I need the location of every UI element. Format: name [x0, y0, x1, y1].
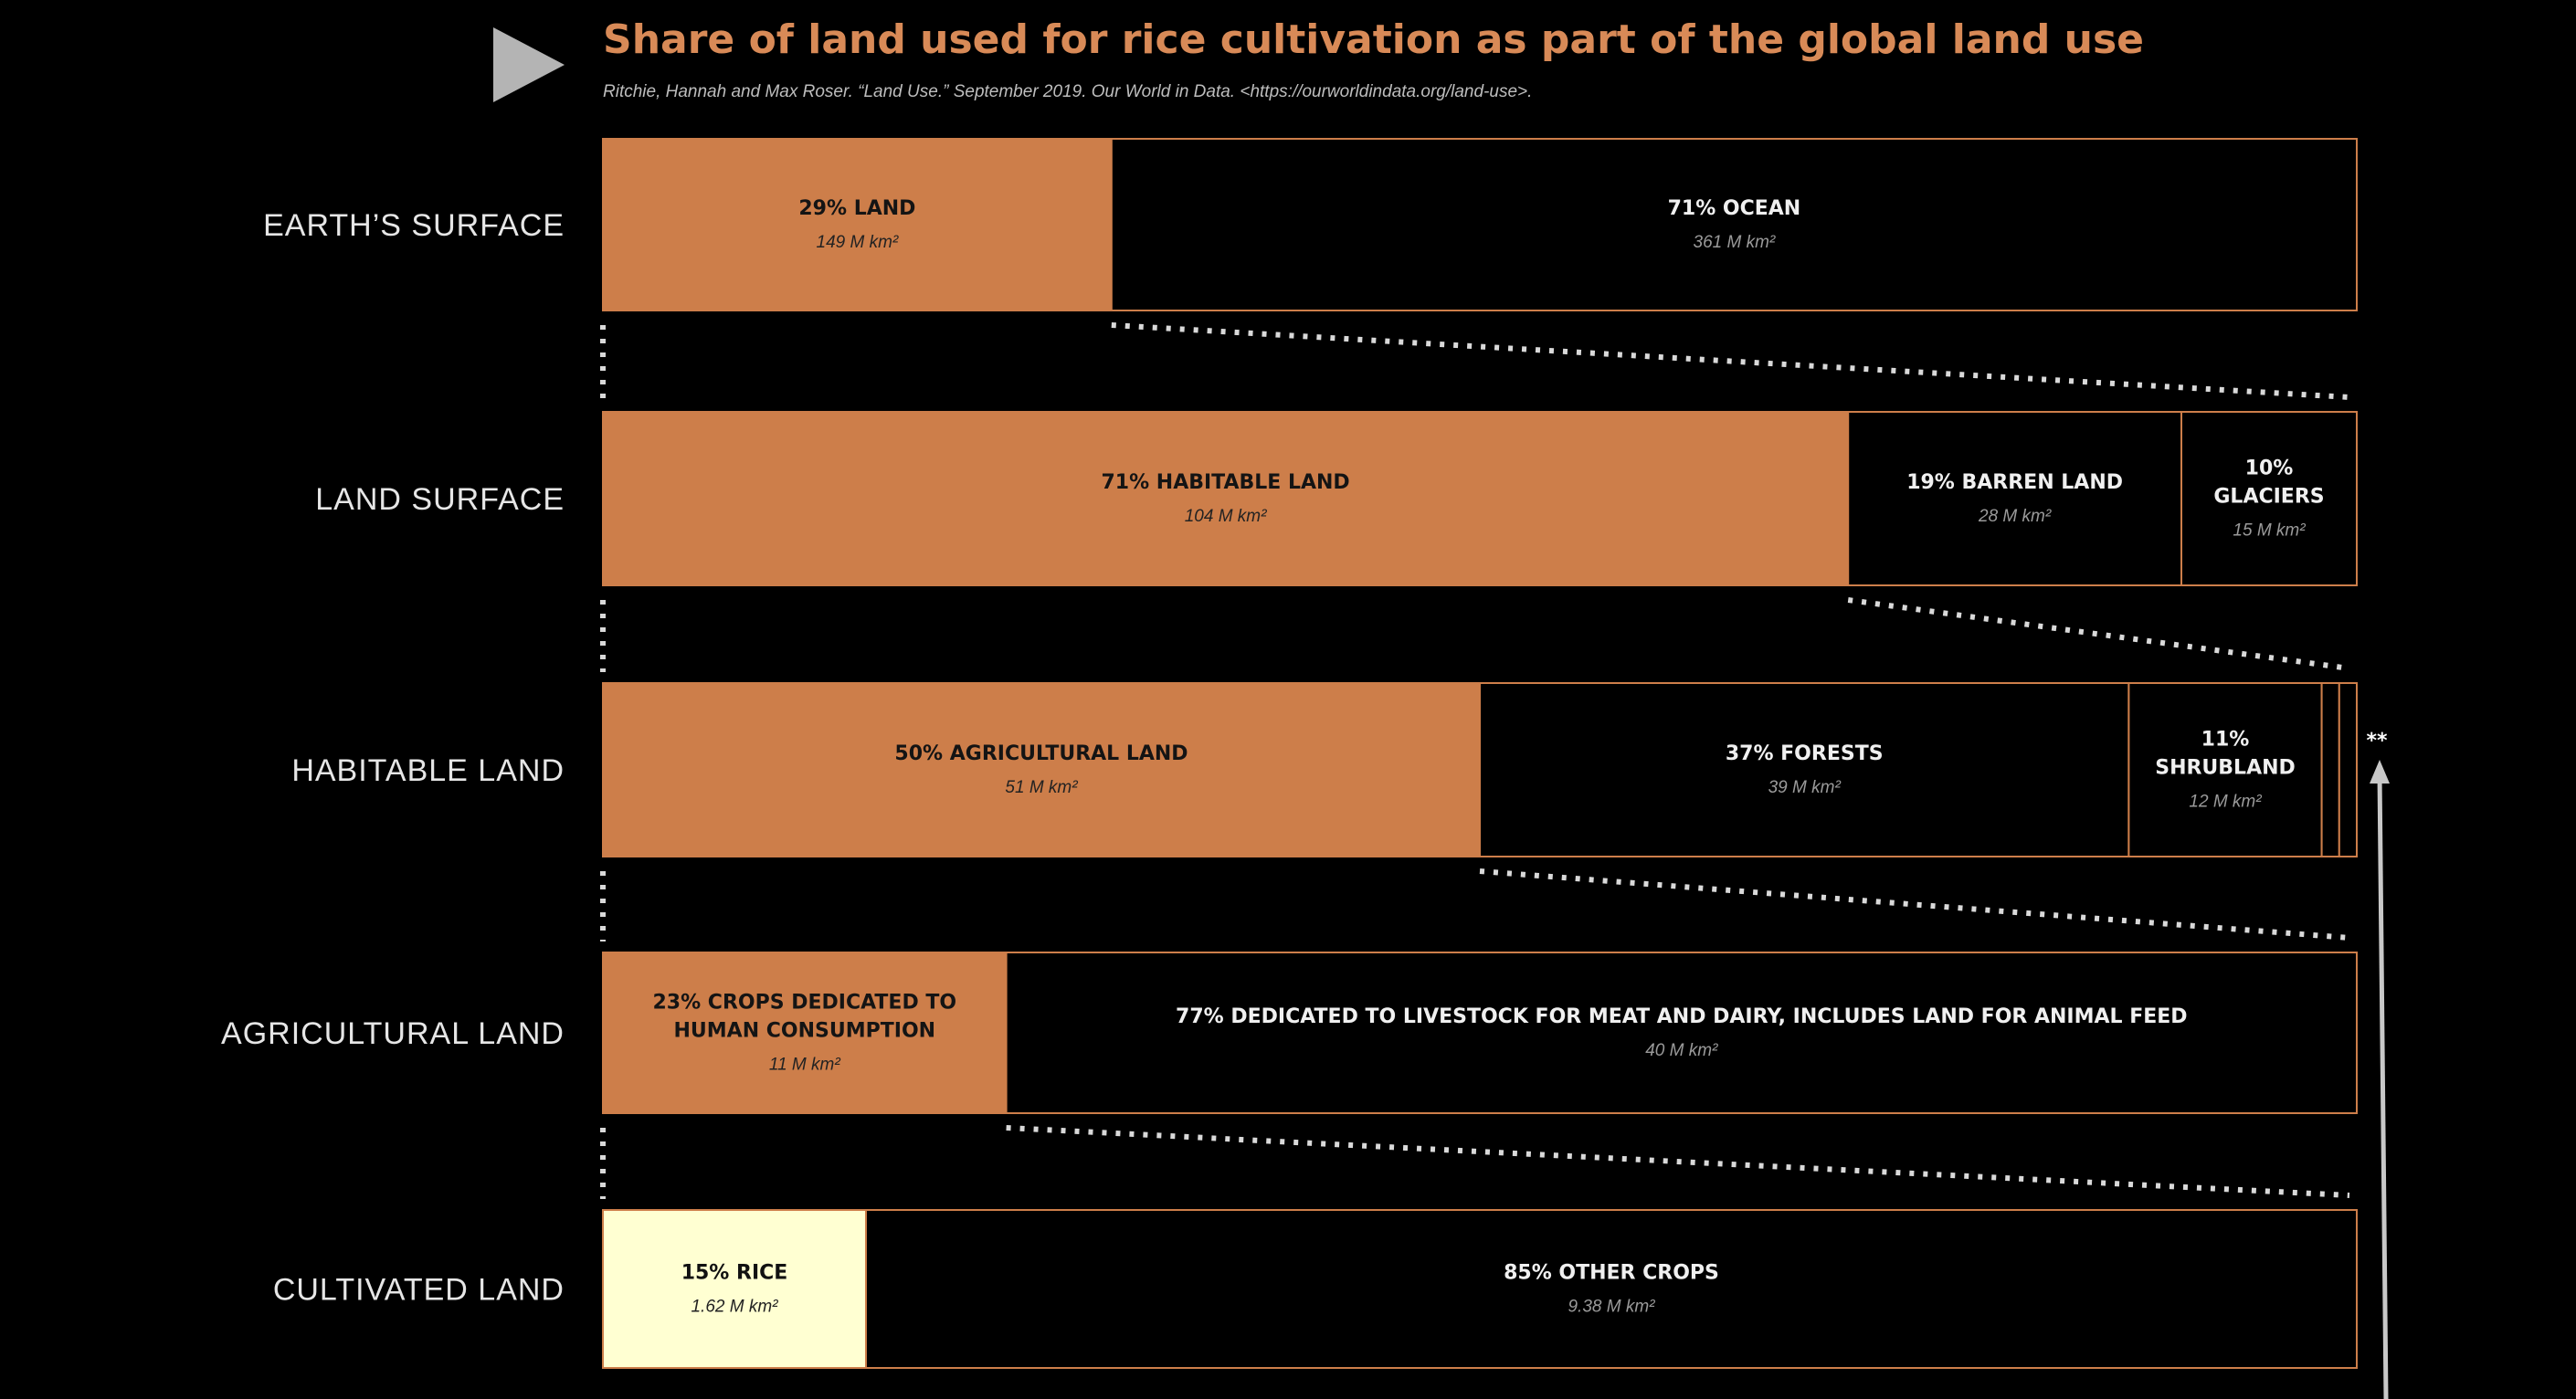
segment-value: 9.38 M km²: [1568, 1298, 1655, 1317]
bar-segment-rect: [1110, 138, 2358, 311]
segment-label: HUMAN CONSUMPTION: [674, 1020, 936, 1043]
row-5: CULTIVATED LAND 15% RICE 1.62 M km² 85% OTH…: [273, 1209, 2358, 1369]
bar-segment-rect: [1479, 682, 2130, 857]
connector-right: [1479, 868, 2350, 941]
bar-segment: 77% DEDICATED TO LIVESTOCK FOR MEAT AND …: [1005, 952, 2358, 1114]
bar-segment: 71% OCEAN 361 M km²: [1110, 138, 2358, 311]
segment-value: 40 M km²: [1645, 1041, 1718, 1060]
segment-label: GLACIERS: [2213, 486, 2324, 509]
bar-segment-rect: [1005, 952, 2358, 1114]
row-3: HABITABLE LAND 50% AGRICULTURAL LAND 51 M …: [291, 682, 2359, 857]
segment-value: 1.62 M km²: [691, 1298, 778, 1317]
bar-segment-rect: [865, 1209, 2358, 1369]
bar-segment-rect: [1847, 411, 2182, 586]
connector-right: [1111, 322, 2350, 400]
segment-label: 29% LAND: [798, 197, 915, 220]
segment-value: 12 M km²: [2189, 793, 2262, 812]
bar-segment: 71% HABITABLE LAND 104 M km²: [602, 411, 1850, 586]
row-2: LAND SURFACE 71% HABITABLE LAND 104 M km² 1…: [315, 411, 2358, 586]
segment-label: 19% BARREN LAND: [1906, 471, 2123, 494]
zoom-connectors: [600, 322, 2350, 1199]
bar-segment-rect: [602, 682, 1481, 857]
segment-label: 77% DEDICATED TO LIVESTOCK FOR MEAT AND …: [1176, 1005, 2188, 1028]
bar-segment: 15% RICE 1.62 M km²: [602, 1209, 867, 1369]
bar-segment: 10% GLACIERS 15 M km²: [2180, 411, 2358, 586]
segment-label: 11%: [2201, 729, 2250, 752]
bar-segment: [2320, 682, 2340, 857]
segment-value: 51 M km²: [1005, 778, 1078, 797]
bar-segment-rect: [2338, 682, 2359, 857]
segment-value: 149 M km²: [817, 233, 899, 252]
segment-label: 37% FORESTS: [1726, 742, 1884, 765]
footnote-arrow: [2370, 760, 2390, 1399]
footnote-marker: **: [2366, 730, 2388, 752]
chart-rows: EARTH’S SURFACE 29% LAND 149 M km² 71% OCEA…: [221, 138, 2359, 1369]
bar-segment: 11% SHRUBLAND 12 M km²: [2127, 682, 2323, 857]
segment-value: 39 M km²: [1768, 778, 1842, 797]
row-label: LAND SURFACE: [315, 482, 565, 517]
segment-label: 10%: [2245, 458, 2294, 480]
bar-segment: 50% AGRICULTURAL LAND 51 M km²: [602, 682, 1481, 857]
play-icon[interactable]: [493, 27, 565, 102]
segment-label: 15% RICE: [681, 1262, 788, 1285]
segment-label: 85% OTHER CROPS: [1504, 1262, 1719, 1285]
row-4: AGRICULTURAL LAND 23% CROPS DEDICATED TO H…: [221, 952, 2358, 1114]
row-label: HABITABLE LAND: [291, 753, 565, 788]
bar-segment-rect: [2127, 682, 2323, 857]
connector-right: [1847, 597, 2350, 671]
segment-value: 104 M km²: [1185, 507, 1267, 526]
segment-label: SHRUBLAND: [2155, 757, 2296, 780]
segment-label: 71% OCEAN: [1668, 197, 1801, 220]
segment-value: 361 M km²: [1694, 233, 1776, 252]
chart-title: Share of land used for rice cultivation …: [603, 16, 2144, 63]
bar-segment: 85% OTHER CROPS 9.38 M km²: [865, 1209, 2358, 1369]
bar-segment: 29% LAND 149 M km²: [602, 138, 1113, 311]
connector-right: [1006, 1125, 2350, 1198]
segment-label: 23% CROPS DEDICATED TO: [652, 992, 956, 1015]
bar-segment: 23% CROPS DEDICATED TO HUMAN CONSUMPTION 1…: [602, 952, 1008, 1114]
chart-source: Ritchie, Hannah and Max Roser. “Land Use…: [603, 82, 1532, 101]
segment-value: 11 M km²: [769, 1056, 840, 1075]
bar-segment-rect: [602, 1209, 867, 1369]
bar-segment-rect: [2320, 682, 2340, 857]
row-1: EARTH’S SURFACE 29% LAND 149 M km² 71% OCEA…: [263, 138, 2358, 311]
row-label: AGRICULTURAL LAND: [221, 1016, 565, 1051]
bar-segment: [2338, 682, 2359, 857]
bar-segment-rect: [602, 138, 1113, 311]
segment-value: 28 M km²: [1978, 507, 2052, 526]
bar-segment-rect: [2180, 411, 2358, 586]
bar-segment-rect: [602, 952, 1008, 1114]
bar-segment: 19% BARREN LAND 28 M km²: [1847, 411, 2182, 586]
row-label: CULTIVATED LAND: [273, 1273, 565, 1308]
bar-segment: 37% FORESTS 39 M km²: [1479, 682, 2130, 857]
segment-label: 71% HABITABLE LAND: [1101, 471, 1349, 494]
segment-label: 50% AGRICULTURAL LAND: [894, 742, 1188, 765]
bar-segment-rect: [602, 411, 1850, 586]
row-label: EARTH’S SURFACE: [263, 208, 565, 243]
segment-value: 15 M km²: [2233, 521, 2306, 541]
